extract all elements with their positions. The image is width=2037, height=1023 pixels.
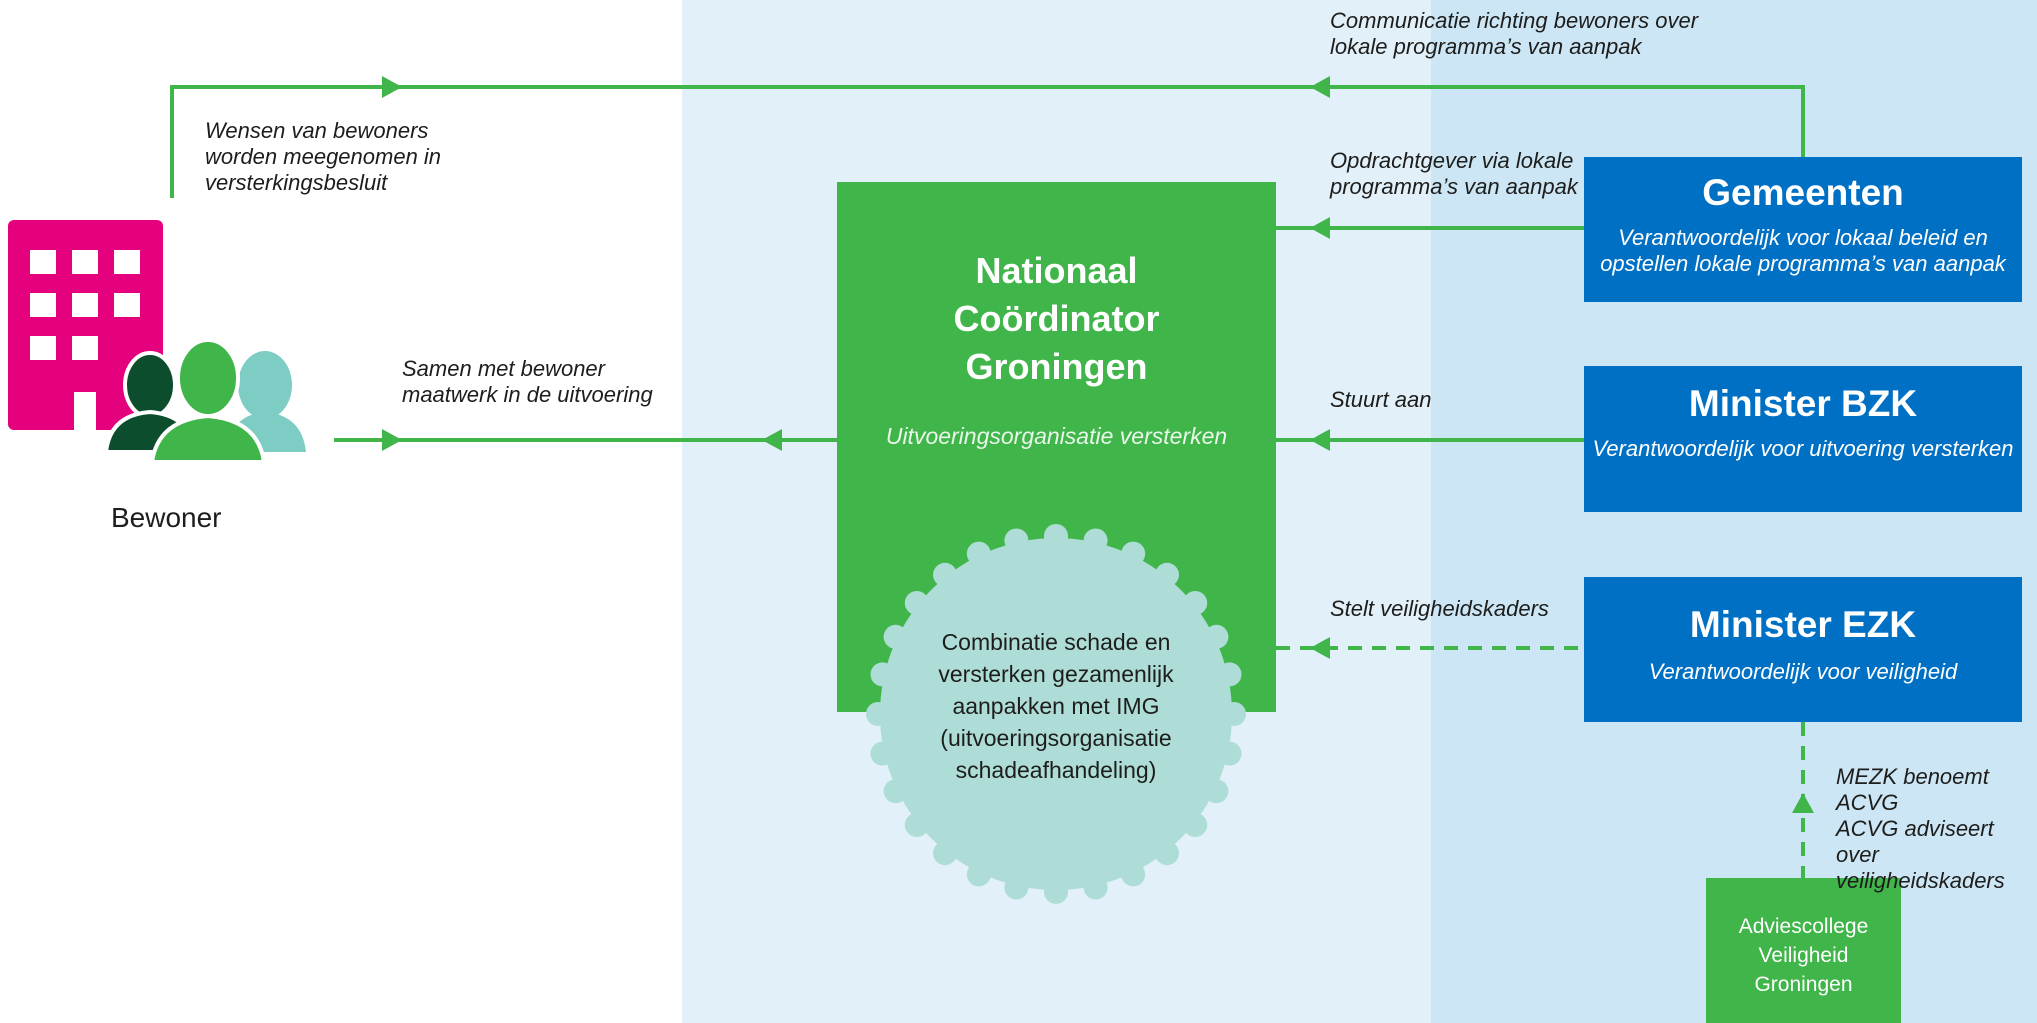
gemeenten-subtitle: Verantwoordelijk voor lokaal beleid en o…	[1600, 225, 2006, 276]
badge-bump	[1204, 624, 1229, 649]
arrow-to-ezk-icon	[1792, 793, 1814, 813]
badge-bump	[933, 841, 957, 866]
img-badge-text: Combinatie schade en versterken gezamenl…	[938, 629, 1174, 783]
edge-label-samen: Samen met bewoner maatwerk in de uitvoer…	[402, 356, 653, 407]
badge-bump	[1155, 562, 1179, 587]
arrow-to-gemeenten-icon	[382, 76, 402, 98]
ezk-title: Minister EZK	[1689, 604, 1917, 645]
ezk-node: Minister EZK Verantwoordelijk voor veili…	[1584, 577, 2022, 722]
badge-bump	[1083, 875, 1108, 900]
bzk-node: Minister BZK Verantwoordelijk voor uitvo…	[1584, 366, 2022, 512]
bzk-title: Minister BZK	[1688, 383, 1918, 424]
badge-bump	[1083, 528, 1108, 553]
badge-bump	[1217, 741, 1242, 766]
bzk-subtitle: Verantwoordelijk voor uitvoering verster…	[1592, 436, 2014, 461]
img-badge-bumps	[866, 524, 1246, 904]
gemeenten-node: Gemeenten Verantwoordelijk voor lokaal b…	[1584, 157, 2022, 302]
badge-bump	[966, 541, 991, 566]
edge-label-communicatie: Communicatie richting bewoners over loka…	[1330, 8, 1699, 59]
bewoner-label: Bewoner	[111, 502, 222, 533]
badge-bump	[1044, 524, 1068, 548]
edge-label-opdrachtgever: Opdrachtgever via lokale programma’s van…	[1330, 148, 1578, 199]
badge-bump	[883, 624, 908, 649]
badge-bump	[883, 779, 908, 804]
badge-bump	[1155, 841, 1179, 866]
arrow-to-bewoner-from-ncg-icon	[762, 429, 782, 451]
edge-label-mezk: MEZK benoemt ACVG ACVG adviseert over ve…	[1836, 764, 2005, 893]
acvg-text: Adviescollege Veiligheid Groningen	[1738, 915, 1869, 996]
badge-bump	[1004, 528, 1029, 553]
badge-bump	[1121, 541, 1146, 566]
ncg-title: Nationaal Coördinator Groningen	[953, 250, 1160, 387]
arrow-to-ncg-from-bzk-icon	[1310, 429, 1330, 451]
badge-bump	[933, 562, 957, 587]
ezk-subtitle: Verantwoordelijk voor veiligheid	[1648, 659, 1958, 684]
arrow-to-ncg-from-gemeenten-icon	[1310, 217, 1330, 239]
badge-bump	[1044, 880, 1068, 904]
badge-bump	[1004, 875, 1029, 900]
badge-bump	[1222, 702, 1246, 726]
acvg-node: Adviescollege Veiligheid Groningen	[1706, 878, 1901, 1023]
img-badge-core	[880, 538, 1232, 890]
badge-bump	[966, 862, 991, 887]
residents-icon	[103, 338, 306, 464]
arrow-to-ncg-from-ezk-icon	[1310, 637, 1330, 659]
badge-bump	[1183, 813, 1208, 837]
edge-label-stuurt-aan: Stuurt aan	[1330, 387, 1432, 412]
ncg-subtitle: Uitvoeringsorganisatie versterken	[885, 423, 1228, 449]
badge-bump	[866, 702, 890, 726]
badge-bump	[1217, 662, 1242, 687]
edge-gemeenten-bewoner-loop	[170, 85, 1805, 198]
badge-bump	[870, 741, 895, 766]
badge-bump	[1121, 862, 1146, 887]
badge-bump	[904, 813, 929, 837]
badge-bump	[870, 662, 895, 687]
arrow-to-bewoner-icon-2	[382, 429, 402, 451]
gemeenten-title: Gemeenten	[1702, 172, 1904, 213]
edge-label-wensen: Wensen van bewoners worden meegenomen in…	[205, 118, 442, 195]
arrow-to-bewoner-icon	[1310, 76, 1330, 98]
badge-bump	[904, 591, 929, 615]
badge-bump	[1204, 779, 1229, 804]
edge-label-stelt: Stelt veiligheidskaders	[1330, 596, 1549, 621]
badge-bump	[1183, 591, 1208, 615]
